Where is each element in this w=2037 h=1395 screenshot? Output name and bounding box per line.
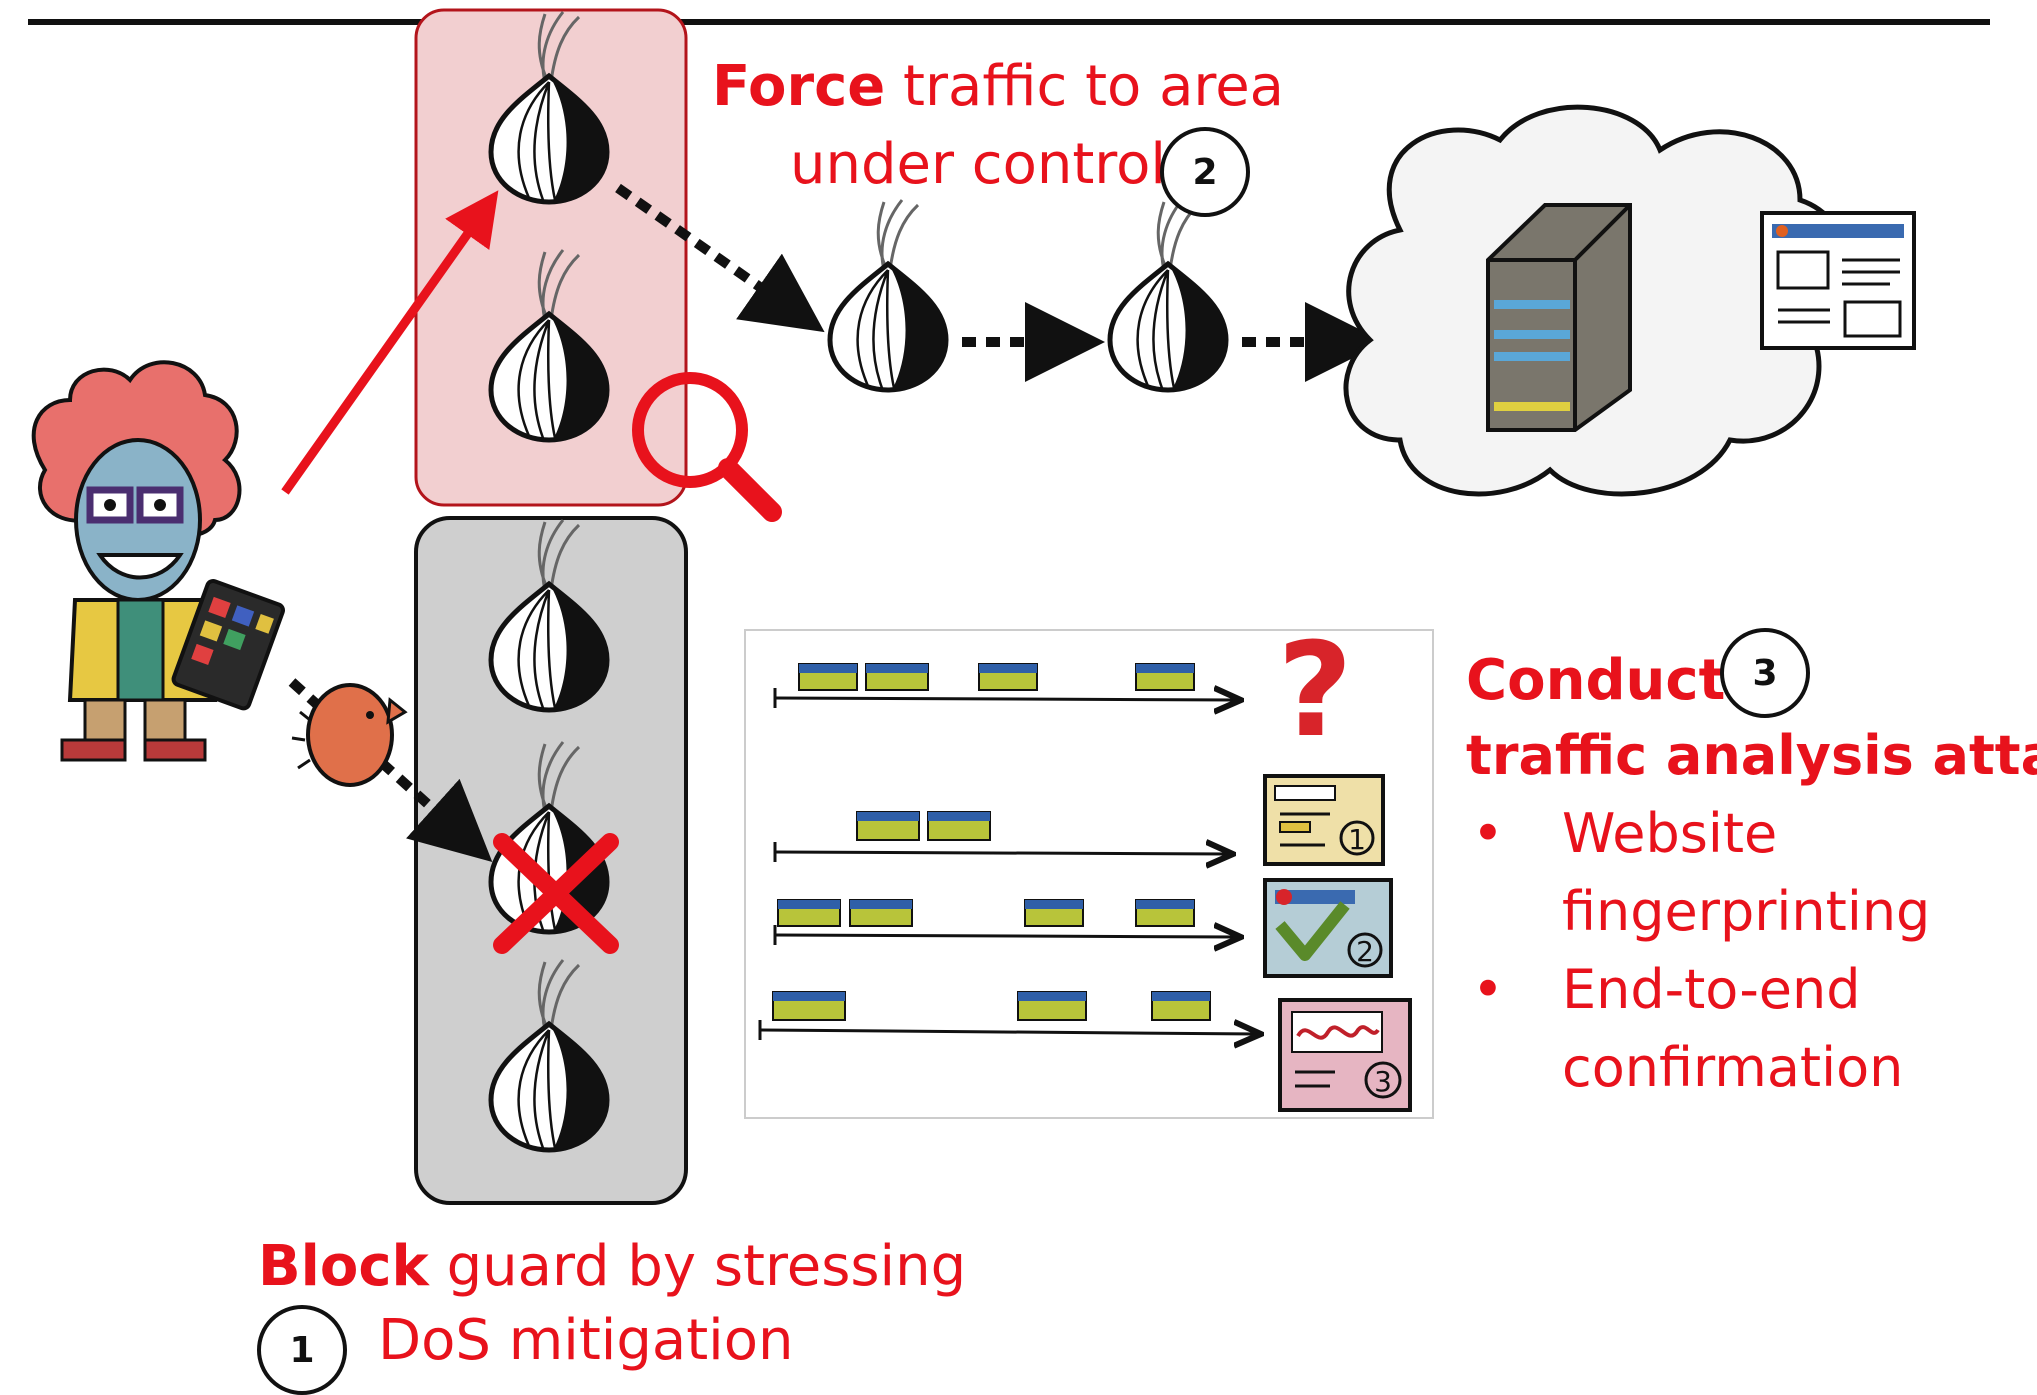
- fingerprint-badge-2: 2: [1356, 935, 1374, 968]
- bullet-1-line2: fingerprinting: [1562, 880, 1931, 943]
- step-2-badge: 2: [1160, 127, 1250, 217]
- block-label: Block guard by stressing: [258, 1236, 966, 1298]
- dos-arrow: [288, 678, 493, 863]
- traffic-timeline-panel: ? 1 2 3: [744, 614, 1434, 1119]
- controlled-area-box: [414, 8, 688, 507]
- magnifier-icon: [632, 372, 782, 522]
- step-3-badge: 3: [1720, 628, 1810, 718]
- bullet-1-line1: Website: [1562, 802, 1778, 865]
- conduct-label-bold: Conduct: [1466, 648, 1726, 713]
- step-1-badge: 1: [257, 1305, 347, 1395]
- conduct-label: Conduct: [1466, 650, 1725, 712]
- webpage-icon: [1760, 211, 1916, 350]
- fingerprint-badge-3: 3: [1374, 1065, 1392, 1098]
- fingerprint-card-3: 3: [1278, 998, 1412, 1112]
- block-label-rest: guard by stressing: [428, 1234, 967, 1299]
- fingerprint-badge-1: 1: [1348, 823, 1366, 856]
- checkmark-icon: [1275, 901, 1350, 961]
- conduct-label-line2: traffic analysis attack: [1466, 724, 2037, 787]
- fingerprint-card-2: 2: [1263, 878, 1393, 978]
- bullet-dot-2: •: [1472, 958, 1504, 1021]
- force-label-bold: Force: [712, 54, 886, 119]
- block-label-line2: DoS mitigation: [378, 1308, 794, 1373]
- hedgehog-icon: [291, 683, 408, 787]
- tor-onion-icon: [830, 200, 946, 390]
- force-label-line2: under control: [790, 132, 1166, 197]
- bullet-2-line1: End-to-end: [1562, 958, 1861, 1021]
- redirect-arrow: [281, 190, 499, 495]
- fingerprint-card-1: 1: [1263, 774, 1385, 866]
- adversary-character: [31, 360, 285, 762]
- force-label-rest: traffic to area: [885, 54, 1284, 119]
- circuit-arrow: [615, 183, 825, 333]
- block-label-bold: Block: [258, 1234, 429, 1299]
- server-icon: [1486, 203, 1632, 432]
- force-label: Force traffic to area: [712, 56, 1284, 118]
- unknown-mark: ?: [1277, 614, 1352, 766]
- bullet-2-line2: confirmation: [1562, 1036, 1904, 1099]
- tor-onion-icon: [1110, 200, 1226, 390]
- blocked-x-icon: [493, 833, 619, 954]
- bullet-dot-1: •: [1472, 802, 1504, 865]
